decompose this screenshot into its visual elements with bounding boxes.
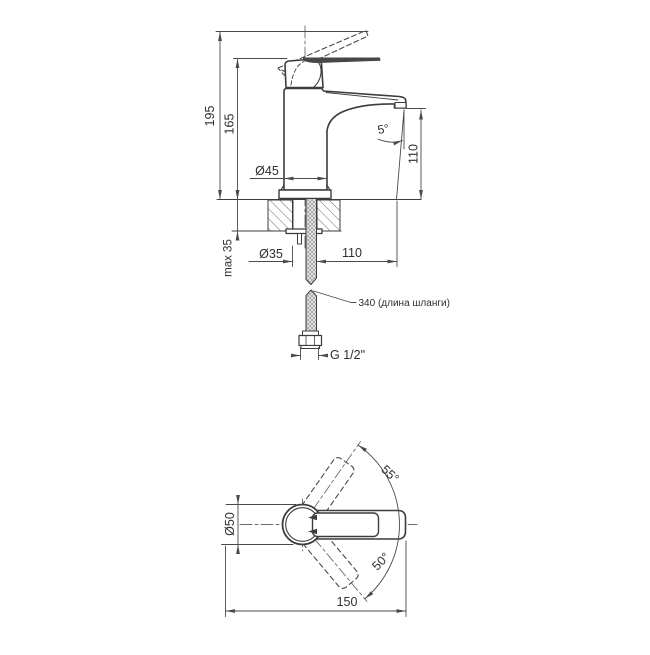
hose-upper-segment [305,198,317,285]
dim-height-total: 195 [203,106,217,127]
mounting-stud [297,233,302,245]
dim-handle-angle-up: 55° [378,462,401,485]
front-view: 195 165 Ø45 5° 110 max 35 Ø35 110 340 (д… [203,25,450,362]
faucet-body [278,57,407,200]
faucet-top-outline [281,503,407,546]
handle-axis-down [302,524,368,602]
hose-length-note: 340 (длина шланги) [359,298,450,309]
body-spout-outline [283,87,407,191]
aerator [394,101,407,109]
handle-lever [303,57,381,63]
dim-shank-diameter: Ø35 [259,247,283,261]
dim-spout-reach: 110 [342,246,362,260]
dim-mount-thickness: max 35 [223,239,235,277]
mounting-washer [285,228,323,235]
angle-arc-5deg [377,138,403,146]
lever-wedge-bottom [308,528,317,535]
fitting-collar [302,330,319,336]
stream-angled-line [396,109,405,200]
spout-top-inner-line [325,92,399,101]
base-flare [280,184,331,191]
base-flange [278,189,332,200]
dim-stream-angle: 5° [376,121,390,137]
counter-hatch-left [267,199,293,232]
lever-top-view [311,512,380,538]
front-dimensions [215,31,426,360]
flex-hose [298,198,323,349]
dim-base-diameter: Ø50 [223,512,237,536]
counter-hatch-right [316,199,341,232]
dim-handle-angle-down: 50° [369,550,392,573]
dim-spout-height: 110 [406,144,420,164]
hose-note-leader [313,290,357,303]
dim-height-to-lever: 165 [222,114,236,135]
fitting-thread-end [300,345,320,349]
top-view: 55° 50° Ø50 150 [221,441,418,617]
lever-wedge-top [308,514,317,521]
dim-total-length: 150 [337,595,358,609]
mounting-counter [216,198,422,245]
dim-connection-thread: G 1/2" [330,348,365,362]
swivel-arc [357,444,400,600]
top-dimensions [221,495,407,617]
hose-lower-segment [305,289,317,332]
fitting-hex-nut [298,334,323,347]
dim-body-diameter: Ø45 [255,164,279,178]
handle-axis-up [302,441,361,525]
housing-dashed-arc [290,61,305,86]
